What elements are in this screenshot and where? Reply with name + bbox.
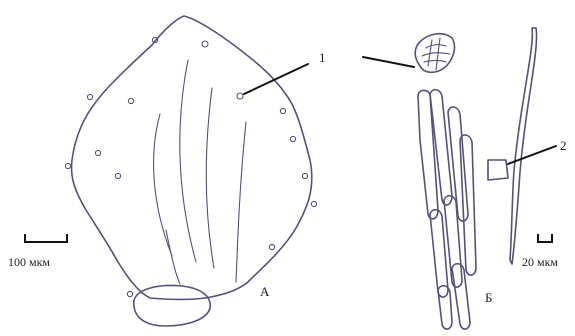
elongated-cell-8 [438, 286, 452, 329]
panel-a-cell [65, 16, 316, 326]
basal-cell [134, 286, 210, 326]
scale-a-label: 100 мкм [8, 255, 50, 269]
scale-bar-b: 20 мкм [522, 234, 558, 269]
filament-attached-cell [488, 160, 508, 180]
panel-b-cells [415, 34, 476, 329]
striation-3 [206, 88, 214, 268]
panel-a-label: А [260, 284, 270, 299]
scale-bar-a: 100 мкм [8, 234, 67, 269]
callout-2-label: 2 [560, 138, 567, 153]
striation-4 [236, 122, 246, 282]
surface-pores [65, 37, 316, 296]
callout-1: 1 [244, 50, 414, 94]
cell-outline [72, 16, 312, 300]
leader-line-1a [244, 64, 308, 94]
elongated-cell-1 [418, 90, 438, 219]
callout-1-label: 1 [319, 50, 326, 65]
striation-2 [180, 60, 196, 262]
striation-5 [166, 230, 180, 284]
scale-b-label: 20 мкм [522, 255, 558, 269]
panel-b-label: Б [485, 290, 492, 305]
elongated-cell-5 [430, 210, 448, 297]
striation-1 [154, 114, 172, 256]
elongated-cell-3 [448, 107, 468, 221]
leader-line-1b [363, 57, 414, 67]
thin-filament [488, 28, 537, 264]
